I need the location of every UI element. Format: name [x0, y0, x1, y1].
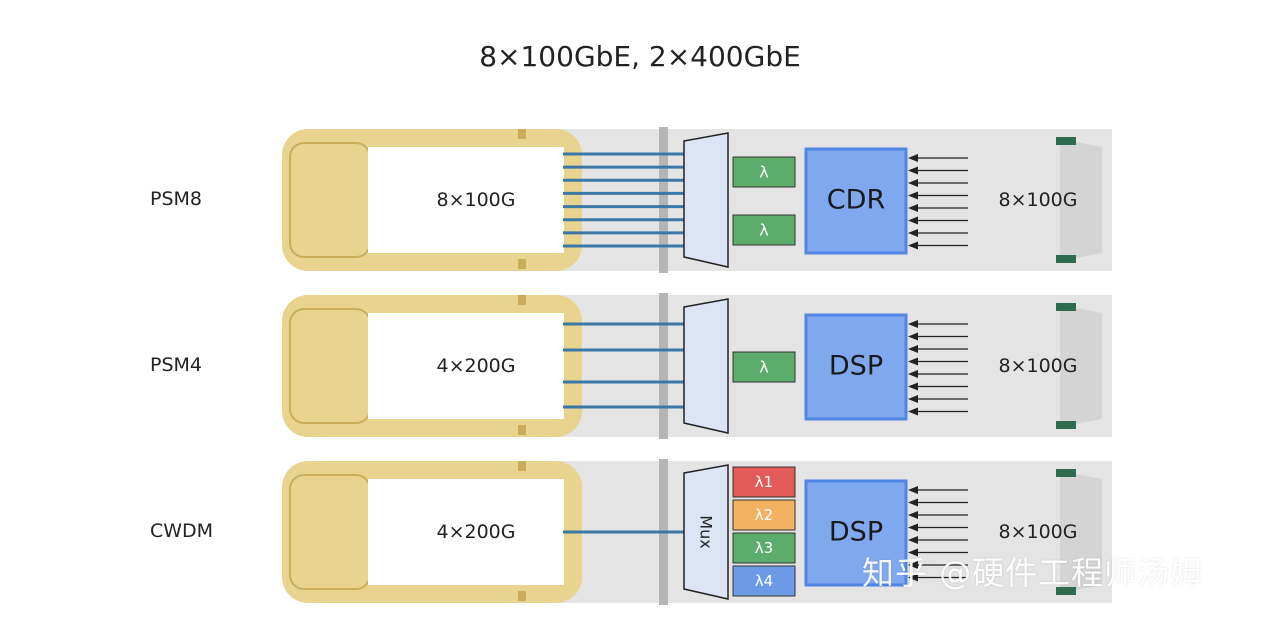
lambda-box	[732, 214, 796, 246]
lane-arrowhead	[908, 216, 918, 225]
lane-arrowhead	[908, 154, 918, 162]
receptacle-window	[368, 313, 564, 419]
lane-arrowhead	[908, 573, 918, 582]
edge-connector	[1060, 471, 1102, 593]
lambda-label: λ1	[755, 473, 773, 491]
lane-arrowhead	[908, 523, 918, 532]
lambda-box	[732, 466, 796, 498]
lambda-box	[732, 351, 796, 383]
divider-bar	[659, 127, 668, 273]
chip-block	[804, 479, 908, 587]
connector-tab	[1056, 587, 1076, 595]
lane-arrowhead	[908, 179, 918, 187]
optical-mux	[683, 298, 729, 434]
lambda-label: λ3	[755, 539, 773, 557]
watermark: 知乎 @硬件工程师汤姆	[862, 554, 1204, 592]
edge-connector	[1060, 139, 1102, 261]
lane-arrowhead	[908, 332, 918, 341]
lane-arrowhead	[908, 166, 918, 175]
left-rate-label: 4×200G	[437, 355, 516, 377]
mux-label: Mux	[697, 515, 716, 548]
lane-arrowhead	[908, 204, 918, 212]
connector-tab	[1056, 137, 1076, 145]
receptacle-window	[368, 479, 564, 585]
lambda-label: λ	[759, 163, 768, 182]
lambda-label: λ4	[755, 572, 773, 590]
cage-notch	[518, 295, 526, 305]
row-label-psm4: PSM4	[150, 354, 202, 376]
row-label-cwdm: CWDM	[150, 520, 214, 542]
right-rate-label: 8×100G	[999, 189, 1078, 211]
lane-arrowhead	[908, 241, 918, 250]
lane-arrowhead	[908, 370, 918, 378]
diagram-title: 8×100GbE, 2×400GbE	[479, 40, 801, 73]
row-label-psm8: PSM8	[150, 188, 202, 210]
connector-tab	[1056, 255, 1076, 263]
lane-arrowhead	[908, 407, 918, 416]
lambda-box	[732, 499, 796, 531]
module-cwdm: 4×200G Mux λ1 λ2 λ3 λ4 DSP 8×100G	[0, 459, 1280, 605]
lane-arrowhead	[908, 357, 918, 366]
lane-arrowhead	[908, 191, 918, 200]
lane-arrowhead	[908, 382, 918, 391]
lane-arrowhead	[908, 511, 918, 519]
lane-arrowhead	[908, 536, 918, 544]
connector-tab	[1056, 469, 1076, 477]
cage-notch	[518, 129, 526, 139]
module-svg: 4×200G λ DSP 8×100G	[282, 293, 1112, 439]
lane-arrowhead	[908, 345, 918, 353]
right-rate-label: 8×100G	[999, 355, 1078, 377]
right-rate-label: 8×100G	[999, 521, 1078, 543]
lambda-box	[732, 565, 796, 597]
connector-tab	[1056, 303, 1076, 311]
cage-notch	[518, 591, 526, 601]
lane-arrowhead	[908, 498, 918, 507]
chip-label: DSP	[829, 517, 883, 548]
chip-block	[804, 313, 908, 421]
lambda-box	[732, 156, 796, 188]
lambda-label: λ	[759, 221, 768, 240]
receptacle-window	[368, 147, 564, 253]
divider-bar	[659, 293, 668, 439]
cage-notch	[518, 461, 526, 471]
chip-label: CDR	[827, 185, 885, 216]
module-svg: 4×200G Mux λ1 λ2 λ3 λ4 DSP 8×100G	[282, 459, 1112, 605]
lane-arrowhead	[908, 561, 918, 569]
chip-block	[804, 147, 908, 255]
lambda-label: λ	[759, 358, 768, 377]
chip-label: DSP	[829, 351, 883, 382]
left-rate-label: 4×200G	[437, 521, 516, 543]
lane-arrowhead	[908, 548, 918, 557]
cage-notch	[518, 425, 526, 435]
lambda-box	[732, 532, 796, 564]
cage-notch	[518, 259, 526, 269]
lambda-label: λ2	[755, 506, 773, 524]
connector-tab	[1056, 421, 1076, 429]
module-psm4: 4×200G λ DSP 8×100G	[0, 293, 1280, 439]
lane-arrowhead	[908, 229, 918, 237]
optical-mux	[683, 464, 729, 600]
lane-arrowhead	[908, 320, 918, 328]
edge-connector	[1060, 305, 1102, 427]
left-rate-label: 8×100G	[437, 189, 516, 211]
lane-arrowhead	[908, 486, 918, 494]
optical-mux	[683, 132, 729, 268]
lane-arrowhead	[908, 395, 918, 403]
